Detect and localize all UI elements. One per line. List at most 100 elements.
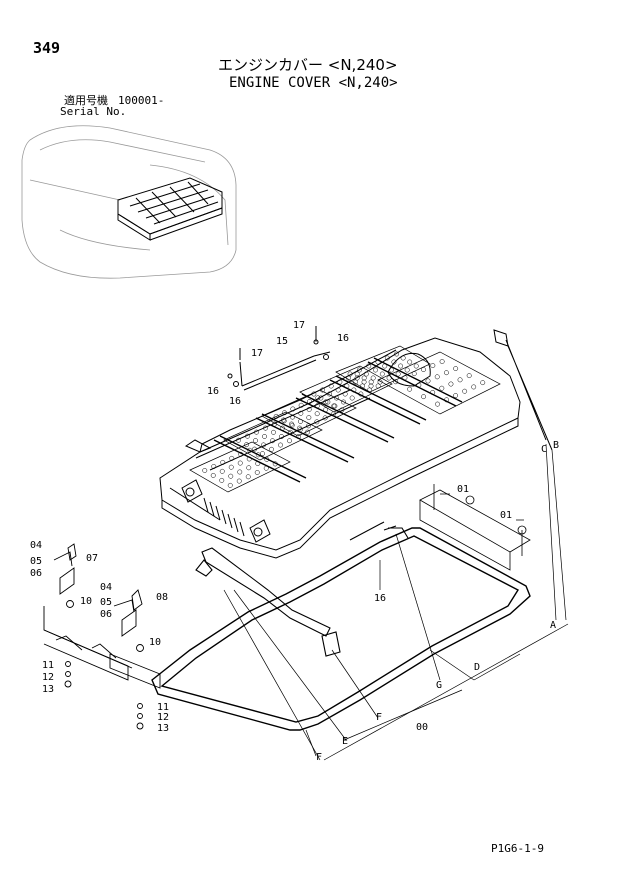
- callout-12a: 12: [42, 672, 54, 683]
- callout-10b: 10: [149, 637, 161, 648]
- grille-hole: [237, 460, 243, 466]
- grille-hole: [220, 459, 226, 465]
- grille-hole: [306, 415, 312, 421]
- grille-hole: [407, 359, 413, 365]
- grille-hole: [354, 375, 360, 381]
- grille-hole: [323, 399, 329, 405]
- grille-hole: [395, 371, 401, 377]
- reference-lines: [223, 326, 569, 761]
- callout-05a: 05: [30, 556, 42, 567]
- grille-hole: [273, 413, 279, 419]
- reference-G: G: [436, 680, 442, 691]
- serial-label-english: Serial No.: [60, 105, 127, 118]
- reference-F-right: F: [376, 712, 382, 723]
- grille-hole: [354, 371, 360, 377]
- grille-hole: [363, 371, 369, 377]
- grille-hole: [228, 473, 234, 479]
- grille-hole: [462, 388, 468, 394]
- grille-hole: [439, 385, 445, 391]
- reference-F-left: F: [316, 752, 322, 763]
- grille-hole: [305, 429, 310, 435]
- grille-hole: [407, 386, 413, 392]
- grille-hole: [211, 463, 217, 469]
- grille-hole: [262, 433, 267, 439]
- grille-hole: [366, 363, 372, 369]
- reference-E: E: [342, 736, 348, 747]
- callout-07: 07: [86, 553, 98, 564]
- right-latch-assembly: [109, 589, 161, 730]
- grille-hole: [322, 415, 328, 421]
- grille-hole: [279, 434, 284, 439]
- callout-05b: 05: [100, 597, 112, 608]
- grille-hole: [328, 383, 334, 389]
- callout-17b: 17: [251, 348, 263, 359]
- grille-hole: [261, 442, 266, 448]
- grille-hole: [368, 379, 374, 385]
- grille-hole: [278, 442, 283, 448]
- reference-A: A: [550, 620, 556, 631]
- callout-01a: 01: [457, 484, 469, 495]
- grille-hole: [334, 395, 339, 401]
- grille-hole: [384, 355, 390, 361]
- grille-hole: [421, 394, 427, 400]
- grille-hole: [236, 478, 242, 484]
- grille-hole: [393, 379, 399, 385]
- machine-location-thumbnail: [21, 125, 237, 279]
- grille-hole: [289, 422, 295, 428]
- grille-hole: [306, 407, 312, 412]
- grille-hole: [347, 371, 353, 377]
- serial-number-value: 100001-: [118, 94, 165, 107]
- page-title-japanese: エンジンカバー <N,240>: [218, 56, 398, 74]
- grille-hole: [435, 401, 440, 407]
- grille-hole: [281, 418, 287, 424]
- grille-hole: [453, 393, 459, 398]
- grille-hole: [287, 438, 292, 444]
- grille-hole: [228, 464, 234, 470]
- seal-frame: [151, 527, 531, 731]
- grille-hole: [466, 373, 472, 379]
- grille-hole: [252, 446, 257, 452]
- grille-hole: [331, 403, 337, 409]
- grille-hole: [375, 383, 381, 389]
- page-title-english: ENGINE COVER <N,240>: [229, 75, 398, 91]
- callout-16b: 16: [207, 386, 219, 397]
- grille-hole: [254, 429, 259, 435]
- callout-06b: 06: [100, 609, 112, 620]
- grille-hole: [356, 367, 362, 373]
- callout-16c: 16: [229, 396, 241, 407]
- callout-11b: 11: [157, 702, 169, 713]
- grille-hole: [404, 367, 410, 373]
- grille-hole: [439, 359, 445, 364]
- grille-hole: [254, 470, 260, 475]
- grille-hole: [341, 399, 346, 405]
- callout-04b: 04: [100, 582, 112, 593]
- callout-13a: 13: [42, 684, 54, 695]
- grille-hole: [443, 370, 449, 376]
- grille-hole: [421, 367, 426, 373]
- grille-hole: [315, 395, 321, 401]
- grille-hole: [361, 379, 367, 385]
- callout-04a: 04: [30, 540, 42, 551]
- figure-code: P1G6-1-9: [491, 842, 544, 855]
- front-vents: [181, 479, 271, 543]
- grille-hole: [318, 395, 324, 401]
- callout-06a: 06: [30, 568, 42, 579]
- grille-hole: [236, 437, 241, 443]
- grille-holes: [202, 351, 486, 488]
- grille-hole: [342, 391, 348, 397]
- grille-hole: [269, 446, 274, 452]
- grille-hole: [298, 402, 304, 408]
- grille-hole: [298, 410, 304, 416]
- callout-16a: 16: [337, 333, 349, 344]
- grille-hole: [306, 423, 311, 429]
- grille-hole: [229, 455, 235, 461]
- grille-hole: [237, 469, 243, 475]
- reference-B: B: [553, 440, 559, 451]
- grille-hole: [271, 429, 276, 435]
- left-latch-assembly: [43, 543, 133, 688]
- grille-hole: [373, 367, 378, 373]
- grille-hole: [290, 406, 296, 412]
- grille-hole: [434, 374, 440, 380]
- callout-08: 08: [156, 592, 168, 603]
